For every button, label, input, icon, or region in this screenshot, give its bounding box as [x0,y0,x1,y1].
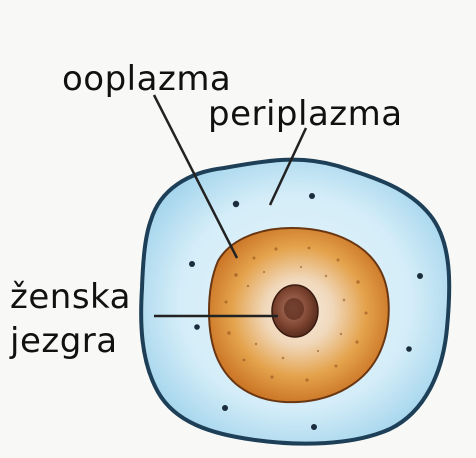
nucleus-core [284,298,304,320]
label-periplazma: periplazma [208,97,403,131]
label-zenska-line2: jezgra [10,324,118,358]
label-zenska-line1: ženska [10,280,131,314]
label-ooplazma: ooplazma [62,62,231,96]
